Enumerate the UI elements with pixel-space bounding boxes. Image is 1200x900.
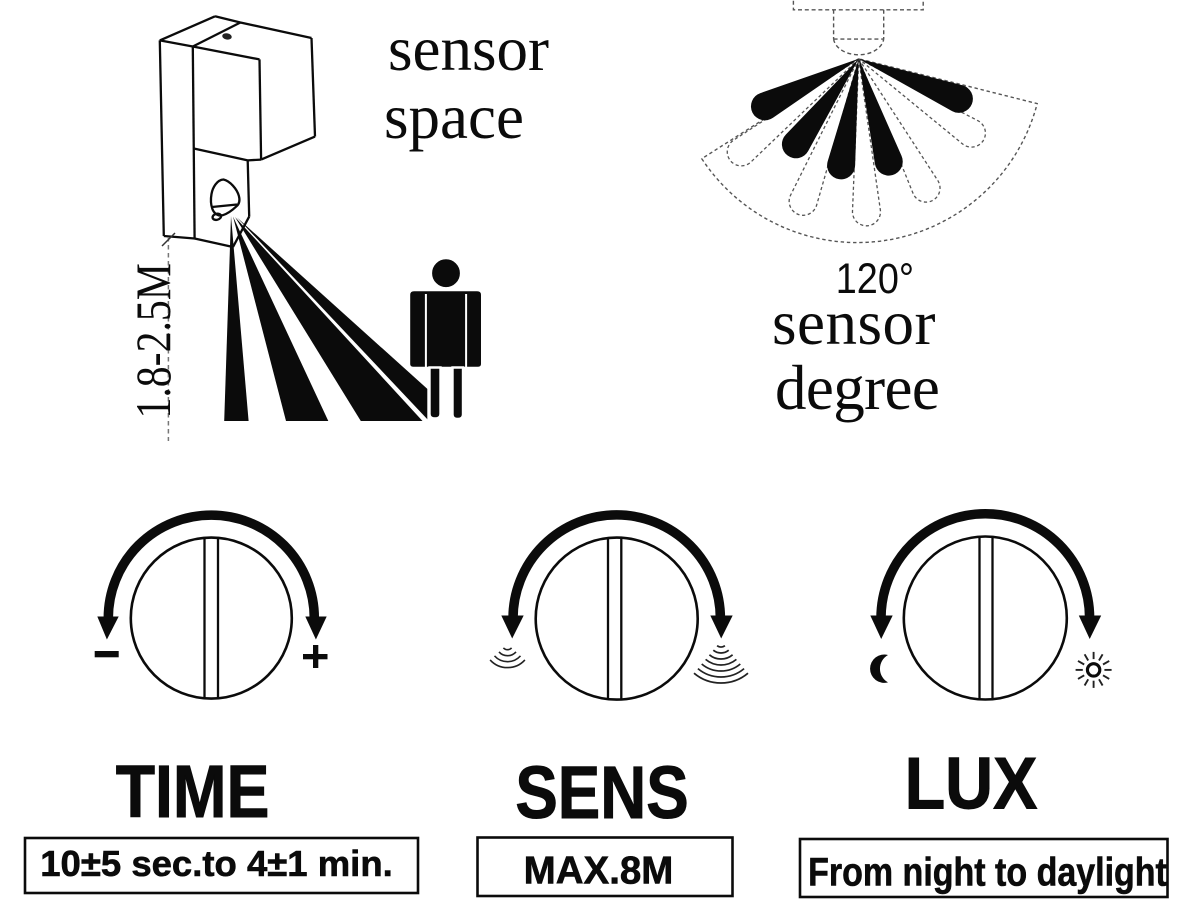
svg-text:degree: degree — [775, 353, 939, 423]
svg-text:1.8-2.5M: 1.8-2.5M — [125, 263, 180, 418]
svg-text:SENS: SENS — [515, 752, 688, 835]
svg-text:MAX.8M: MAX.8M — [524, 850, 674, 893]
svg-text:10±5 sec.to 4±1 min.: 10±5 sec.to 4±1 min. — [40, 843, 393, 884]
svg-text:120°: 120° — [836, 254, 914, 303]
svg-text:From night to daylight: From night to daylight — [808, 849, 1167, 894]
svg-text:sensor: sensor — [772, 288, 936, 358]
svg-text:LUX: LUX — [905, 743, 1038, 825]
svg-text:space: space — [384, 82, 524, 152]
svg-text:TIME: TIME — [116, 750, 270, 833]
svg-text:sensor: sensor — [388, 14, 549, 84]
